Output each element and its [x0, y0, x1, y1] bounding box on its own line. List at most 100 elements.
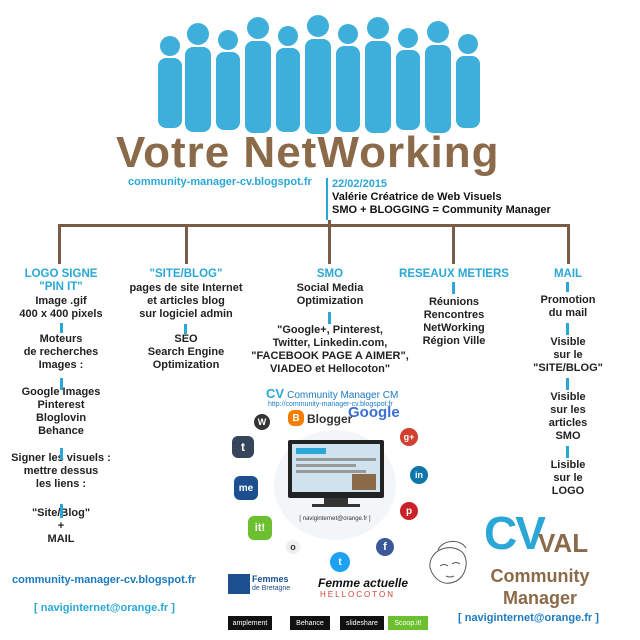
tree-horizontal-bar	[58, 224, 570, 227]
collage-cv-label: CV	[266, 386, 285, 401]
viadeo-icon[interactable]: me	[234, 476, 258, 500]
branch-1-text: Behance	[38, 425, 84, 437]
scoopit-logo[interactable]: Scoop.it!	[388, 616, 428, 630]
branch-5-text: Visible	[550, 336, 586, 348]
branch-5-text: du mail	[548, 307, 588, 319]
femme-actuelle-label: Femme actuelle	[318, 576, 409, 590]
branch-line-2	[185, 224, 188, 264]
branch-2-header: "SITE/BLOG"	[149, 268, 223, 280]
bottom-blog-url[interactable]: community-manager-cv.blogspot.fr	[12, 574, 196, 586]
branch-line-5	[567, 224, 570, 264]
odnoklassniki-icon[interactable]: o	[286, 540, 300, 554]
branch-5-text: Lisible	[550, 459, 586, 471]
branch-4-text: Région Ville	[422, 335, 486, 347]
tree-trunk	[328, 220, 331, 226]
branch-5-text: articles	[548, 417, 588, 429]
branch-1-text: Bloglovin	[35, 412, 87, 424]
branch-3-text: Twitter, Linkedin.com,	[272, 337, 388, 349]
collage-cv-title: Community Manager CM	[287, 390, 399, 401]
sketch-face-illustration	[429, 541, 467, 584]
branch-1-text: mettre dessus	[23, 465, 99, 477]
people-silhouettes	[158, 15, 480, 134]
branch-1-text: MAIL	[47, 533, 75, 545]
branch-2-text: et articles blog	[147, 295, 225, 307]
cv-val-logo: CV VAL Community Manager [ naviginternet…	[458, 506, 630, 636]
branch-3-text: "FACEBOOK PAGE A AIMER",	[251, 350, 409, 362]
branch-3-text: Social Media	[296, 282, 364, 294]
branch-mail: MAIL Promotion du mail Visible sur le "S…	[528, 268, 608, 498]
branch-1-text: Pinterest	[37, 399, 85, 411]
branch-1-text: 400 x 400 pixels	[19, 308, 103, 320]
logo-email[interactable]: [ naviginternet@orange.fr ]	[458, 612, 599, 624]
social-collage: CV Community Manager CM http://community…	[224, 384, 474, 634]
branch-2-text: SEO	[174, 333, 198, 345]
slideshare-logo[interactable]: slideshare	[340, 616, 384, 630]
facebook-icon[interactable]: f	[376, 538, 394, 556]
branch-5-text: sur le	[553, 349, 583, 361]
branch-3-text: "Google+, Pinterest,	[277, 324, 383, 336]
pinterest-icon[interactable]: p	[400, 502, 418, 520]
branch-5-text: sur les	[550, 404, 586, 416]
branch-2-text: Search Engine	[147, 346, 225, 358]
google-label: Google	[348, 404, 400, 421]
branch-3-header: SMO	[316, 268, 344, 280]
branch-line-4	[452, 224, 455, 264]
wordpress-icon[interactable]: W	[254, 414, 270, 430]
branch-5-text: SMO	[555, 430, 581, 442]
branch-4-text: Rencontres	[423, 309, 485, 321]
amplement-logo[interactable]: amplement	[228, 616, 272, 630]
info-block: 22/02/2015 Valérie Créatrice de Web Visu…	[326, 178, 576, 220]
branch-line-1	[58, 224, 61, 264]
branch-1-text: +	[57, 520, 65, 532]
bottom-email[interactable]: [ naviginternet@orange.fr ]	[34, 602, 175, 614]
branch-3-text: Optimization	[296, 295, 364, 307]
branch-1-text: les liens :	[35, 478, 87, 490]
femmes-label: Femmes	[252, 574, 289, 584]
branch-1-text: Images :	[38, 359, 84, 371]
info-date: 22/02/2015	[332, 178, 388, 190]
googleplus-icon[interactable]: g+	[400, 428, 418, 446]
info-formula: SMO + BLOGGING = Community Manager	[332, 204, 551, 216]
branch-5-text: "SITE/BLOG"	[533, 362, 603, 374]
branch-site-blog: "SITE/BLOG" pages de site Internet et ar…	[118, 268, 254, 372]
branch-logo-signe: LOGO SIGNE "PIN IT" Image .gif 400 x 400…	[6, 268, 116, 546]
branch-1-text: de recherches	[23, 346, 99, 358]
branch-2-text: pages de site Internet	[129, 282, 243, 294]
branch-4-header: RESEAUX METIERS	[399, 268, 509, 280]
bretagne-label: de Bretagne	[252, 585, 291, 592]
linkedin-icon[interactable]: in	[410, 466, 428, 484]
branch-1-text: Moteurs	[39, 333, 83, 345]
blogger-label: Blogger	[307, 412, 353, 426]
branch-1-header-2: "PIN IT"	[39, 281, 83, 293]
branch-2-text: Optimization	[152, 359, 220, 371]
monitor-image: [ naviginternet@orange.fr ]	[274, 430, 396, 540]
hellocoton-label: HELLOCOTON	[320, 590, 395, 599]
branch-line-3	[328, 224, 331, 264]
info-author: Valérie Créatrice de Web Visuels	[332, 191, 502, 203]
branch-1-header-1: LOGO SIGNE	[24, 268, 98, 280]
branch-5-text: LOGO	[551, 485, 585, 497]
logo-cv: CV	[484, 507, 546, 559]
blogger-icon[interactable]: B	[288, 410, 304, 426]
logo-line-1: Community	[490, 566, 590, 586]
branch-4-text: NetWorking	[423, 322, 485, 334]
branch-3-text: VIADEO et Hellocoton"	[269, 363, 391, 375]
tumblr-icon[interactable]: t	[232, 436, 254, 458]
logo-val: VAL	[538, 528, 589, 558]
logo-line-2: Manager	[502, 588, 578, 608]
twitter-icon[interactable]: t	[330, 552, 350, 572]
scoopit-icon[interactable]: it!	[248, 516, 272, 540]
branch-5-text: Visible	[550, 391, 586, 403]
branch-4-text: Réunions	[428, 296, 480, 308]
branch-1-text: Google Images	[21, 386, 101, 398]
branch-2-text: sur logiciel admin	[139, 308, 233, 320]
branch-5-text: sur le	[553, 472, 583, 484]
branch-1-text: Image .gif	[35, 295, 87, 307]
screen-caption: [ naviginternet@orange.fr ]	[299, 516, 371, 522]
page-title: Votre NetWorking	[116, 128, 500, 177]
collage-cv-url[interactable]: http://community-manager-cv.blogspot.fr	[268, 401, 393, 408]
behance-logo[interactable]: Behance	[290, 616, 330, 630]
blog-url[interactable]: community-manager-cv.blogspot.fr	[128, 176, 312, 188]
branch-5-header: MAIL	[553, 268, 583, 280]
branch-smo: SMO Social Media Optimization "Google+, …	[240, 268, 420, 376]
